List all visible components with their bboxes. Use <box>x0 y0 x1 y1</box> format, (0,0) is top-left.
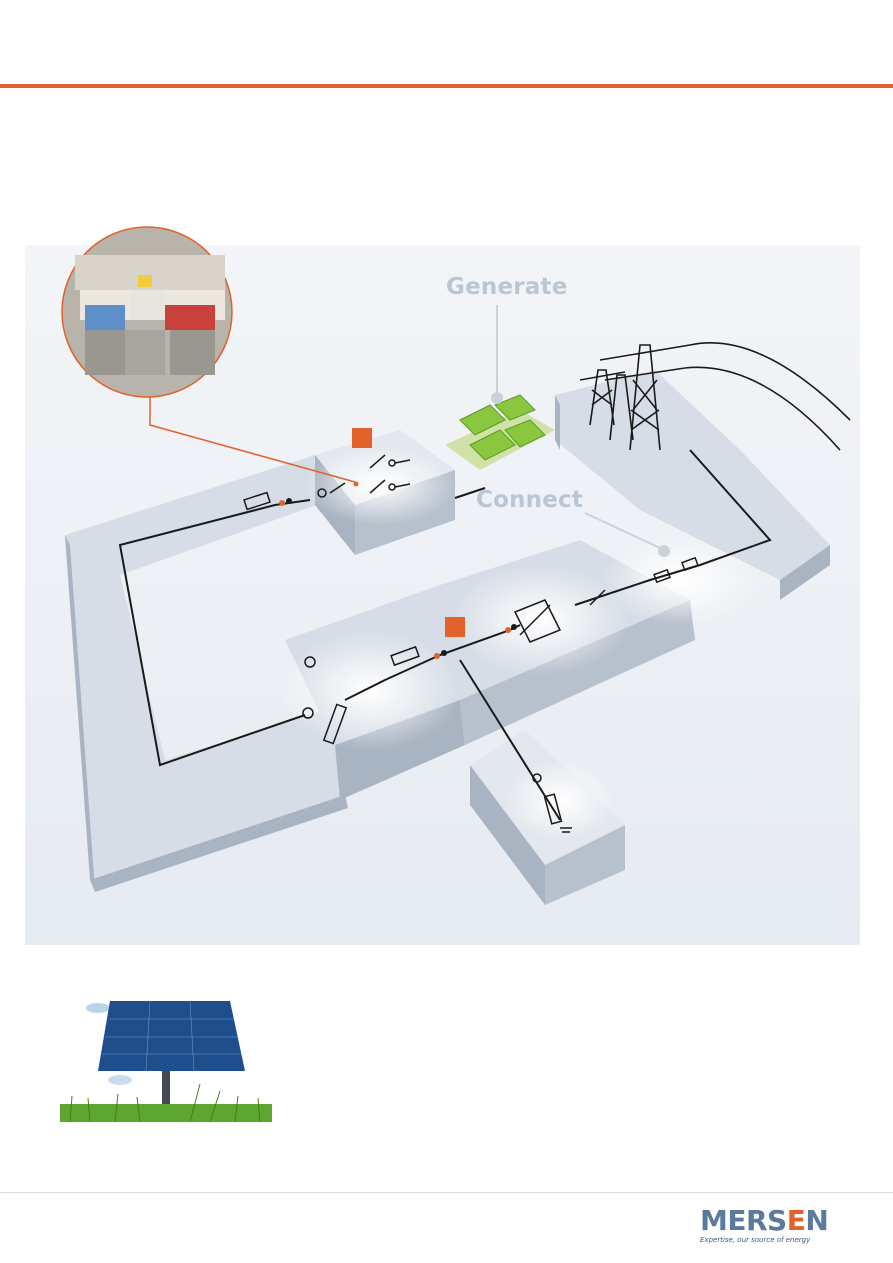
solar-panel-photo <box>60 996 272 1122</box>
inset-callout-line <box>149 397 356 483</box>
logo-wordmark: MERSEN <box>700 1204 829 1237</box>
connect-pointer <box>584 512 661 549</box>
inset-photo-combiner-box <box>61 226 233 398</box>
mersen-logo: MERSEN Expertise, our source of energy <box>700 1204 840 1254</box>
connect-label: Connect <box>476 487 584 513</box>
marker-square-2 <box>445 617 465 637</box>
header-rule <box>0 84 893 88</box>
platform-bottom-module <box>470 730 625 905</box>
pv-system-diagram <box>25 226 860 945</box>
inset-callout-dot <box>353 481 359 487</box>
transmission-pylons <box>579 342 851 451</box>
generate-pointer-dot <box>491 392 503 404</box>
platform-left <box>65 455 348 892</box>
indicator-dots <box>279 498 517 659</box>
schematic-symbols <box>243 454 699 833</box>
platform-middle <box>280 535 760 800</box>
footer-rule <box>0 1192 893 1193</box>
connect-pointer-dot <box>658 545 670 557</box>
platform-right <box>555 370 830 600</box>
generate-label: Generate <box>446 274 568 300</box>
marker-square-1 <box>352 428 372 448</box>
solar-panel-cluster <box>445 394 555 470</box>
logo-tagline: Expertise, our source of energy <box>700 1236 811 1244</box>
